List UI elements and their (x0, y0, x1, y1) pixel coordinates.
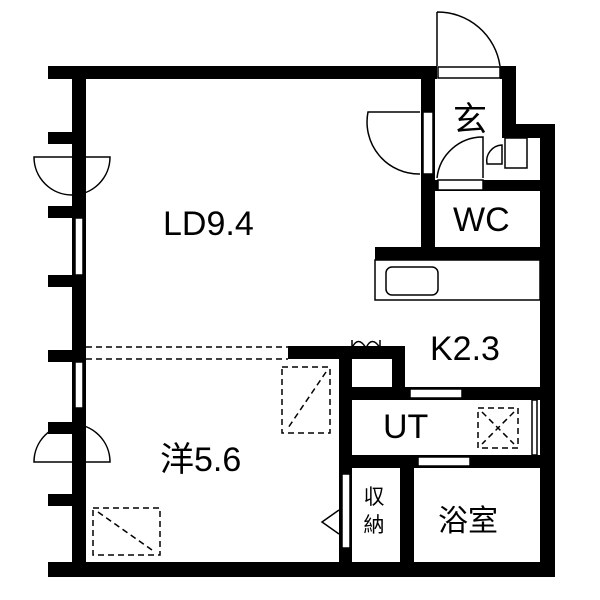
room-label-utility: UT (383, 408, 429, 446)
door-swings (33, 11, 503, 535)
room-label-storage-2: 納 (363, 514, 385, 537)
room-label-wc: WC (453, 201, 510, 239)
room-label-storage-1: 収 (363, 486, 385, 509)
room-label-entrance: 玄 (453, 101, 487, 139)
room-label-western-room: 洋5.6 (160, 441, 242, 479)
windows-and-fixtures (74, 66, 541, 549)
room-label-ld: LD9.4 (163, 205, 254, 243)
room-label-bathroom: 浴室 (438, 505, 498, 538)
dashed-markings (86, 346, 519, 556)
room-label-kitchen: K2.3 (430, 330, 500, 368)
